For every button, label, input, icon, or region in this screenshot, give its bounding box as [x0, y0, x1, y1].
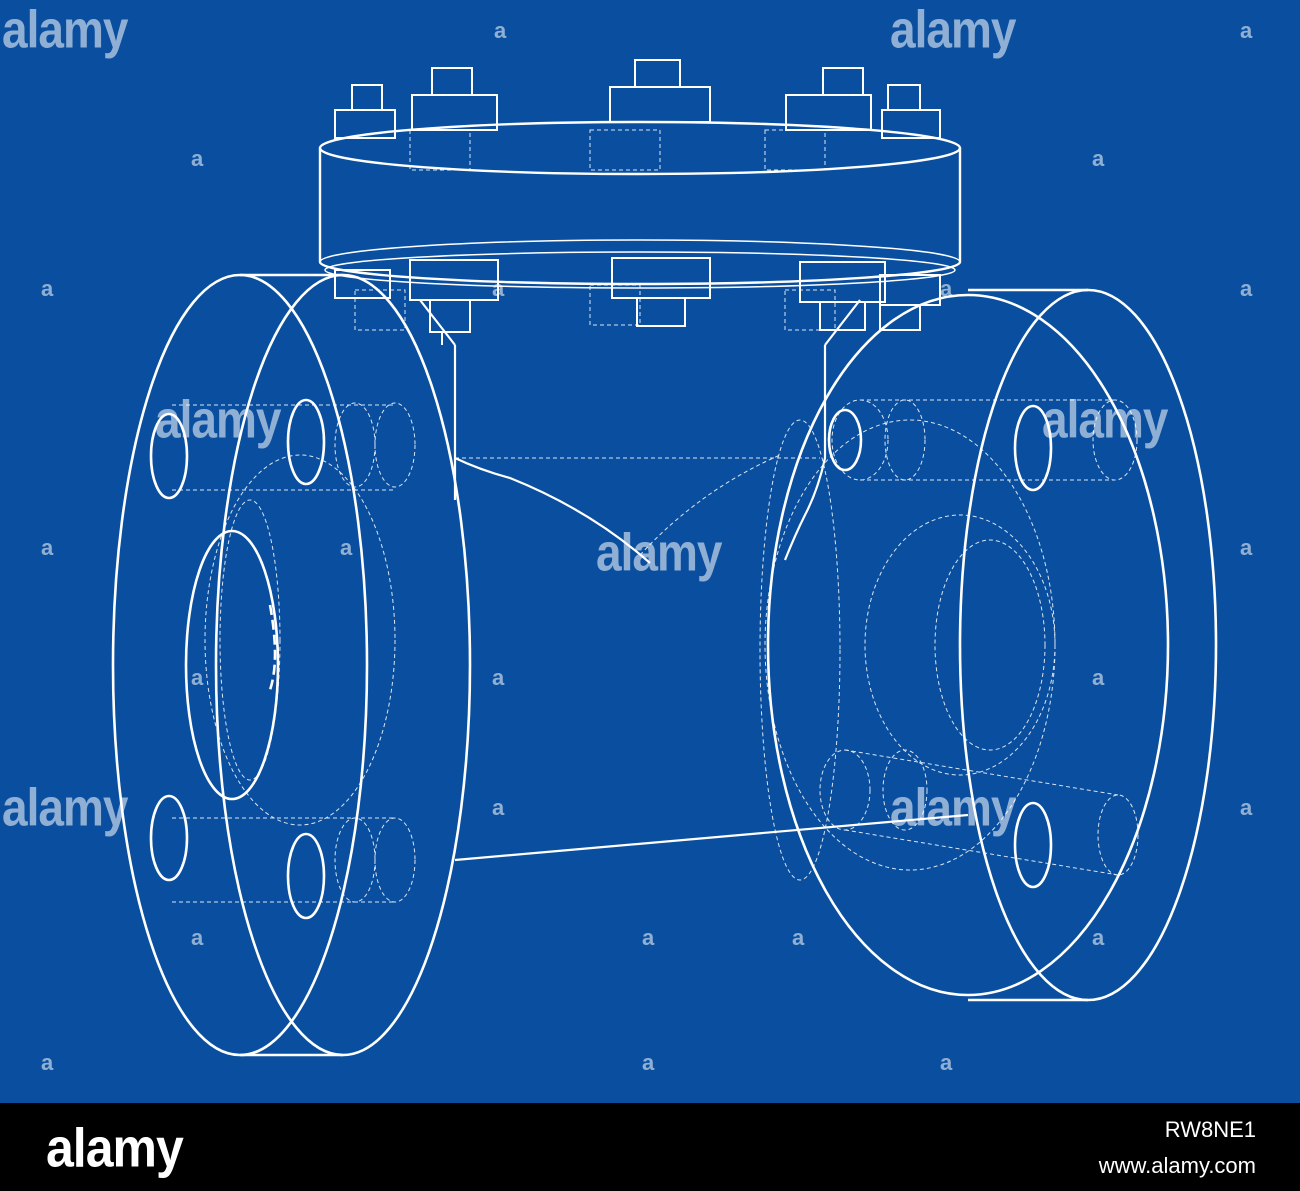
watermark-mark: a — [492, 276, 504, 301]
valve-drawing — [111, 59, 1218, 1057]
bonnet — [318, 120, 962, 289]
watermark: alamy — [890, 0, 1016, 59]
watermark-mark: a — [1240, 276, 1252, 301]
watermark-mark: a — [41, 1050, 53, 1075]
valve-body — [419, 299, 969, 862]
watermark-mark: a — [1092, 925, 1104, 950]
watermark-mark: a — [494, 18, 506, 43]
left-flange — [111, 273, 472, 1057]
watermark-mark: a — [642, 925, 654, 950]
watermark: alamy — [2, 0, 128, 59]
watermark-mark: a — [940, 276, 952, 301]
valve-blueprint: alamy alamy alamy alamy alamy alamy alam… — [0, 0, 1300, 1103]
watermark-mark: a — [792, 925, 804, 950]
watermark-mark: a — [41, 276, 53, 301]
watermark-mark: a — [1092, 665, 1104, 690]
watermark: alamy — [596, 522, 722, 582]
watermark-mark: a — [940, 1050, 952, 1075]
footer-bar: alamy RW8NE1 www.alamy.com — [0, 1103, 1300, 1191]
watermark-mark: a — [492, 665, 504, 690]
bottom-bolts — [334, 257, 941, 345]
alamy-logo: alamy — [46, 1117, 184, 1179]
watermark-mark: a — [1240, 795, 1252, 820]
watermark-mark: a — [191, 665, 203, 690]
watermark-mark: a — [1240, 535, 1252, 560]
watermark-mark: a — [191, 146, 203, 171]
top-bolts — [334, 59, 941, 139]
watermark-mark: a — [340, 535, 352, 560]
watermark-mark: a — [1092, 146, 1104, 171]
watermark-mark: a — [1240, 18, 1252, 43]
watermark-mark: a — [492, 795, 504, 820]
watermark-mark: a — [41, 535, 53, 560]
watermark: alamy — [1042, 389, 1168, 449]
watermark: alamy — [2, 777, 128, 837]
watermark: alamy — [890, 777, 1016, 837]
watermark-mark: a — [642, 1050, 654, 1075]
image-id: RW8NE1 — [1164, 1117, 1256, 1142]
site-url[interactable]: www.alamy.com — [1098, 1153, 1256, 1178]
watermark-mark: a — [191, 925, 203, 950]
right-flange — [766, 288, 1218, 1002]
watermark: alamy — [155, 389, 281, 449]
